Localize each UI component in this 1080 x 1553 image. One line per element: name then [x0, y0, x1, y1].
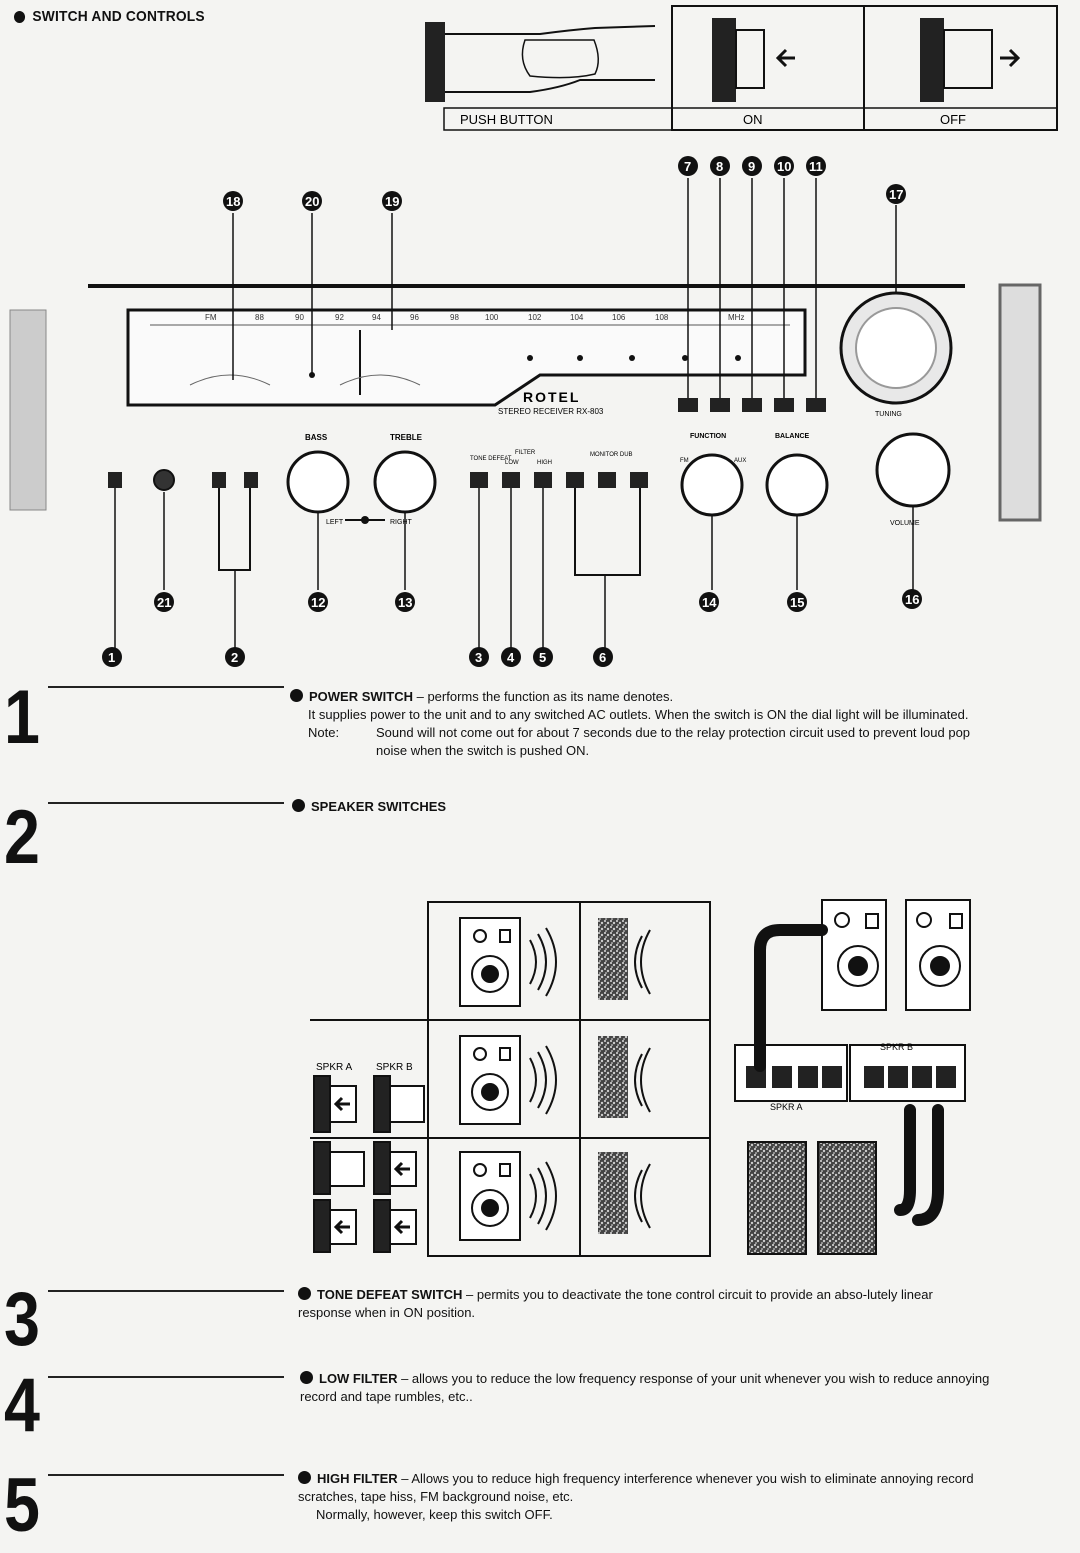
bass-knob [286, 450, 350, 514]
bullet-icon [292, 799, 305, 812]
svg-text:3: 3 [475, 650, 482, 665]
svg-text:102: 102 [528, 313, 542, 322]
svg-text:SPKR A: SPKR A [770, 1102, 803, 1112]
svg-text:18: 18 [226, 194, 240, 209]
svg-text:98: 98 [450, 313, 459, 322]
svg-text:19: 19 [385, 194, 399, 209]
svg-text:88: 88 [255, 313, 264, 322]
svg-text:MONITOR DUB: MONITOR DUB [590, 452, 633, 458]
function-knob [680, 453, 744, 517]
svg-text:FM: FM [680, 458, 689, 464]
svg-text:9: 9 [748, 159, 755, 174]
svg-text:HIGH: HIGH [537, 460, 552, 466]
section-number-5: 5 [4, 1463, 40, 1548]
svg-text:15: 15 [790, 595, 804, 610]
svg-text:5: 5 [539, 650, 546, 665]
callout-markers: 1 2 3 4 5 6 7 8 9 10 11 12 13 14 15 16 1… [102, 156, 922, 667]
svg-text:108: 108 [655, 313, 669, 322]
balance-knob [765, 453, 829, 517]
svg-text:8: 8 [716, 159, 723, 174]
section-rule [48, 1290, 284, 1292]
spkr-b-label: SPKR B [376, 1062, 413, 1073]
svg-text:16: 16 [905, 592, 919, 607]
svg-text:2: 2 [231, 650, 238, 665]
section-rule [48, 1376, 284, 1378]
svg-text:17: 17 [889, 187, 903, 202]
speaker-switches-section: SPEAKER SWITCHES [292, 798, 446, 816]
section-rule [48, 686, 284, 688]
speaker-switch-diagram: SPKR A SPKR B SPKR B SPKR A [310, 899, 971, 1257]
brand-logo: ROTEL [523, 389, 580, 405]
section-number-4: 4 [4, 1363, 40, 1448]
section-rule [48, 802, 284, 804]
bass-label: BASS [305, 433, 328, 442]
svg-text:LOW: LOW [505, 460, 519, 466]
section-number-3: 3 [4, 1277, 40, 1362]
svg-text:10: 10 [777, 159, 791, 174]
svg-text:TONE DEFEAT: TONE DEFEAT [470, 456, 512, 462]
power-switch-section: POWER SWITCH – performs the function as … [290, 688, 990, 760]
svg-text:SPKR B: SPKR B [880, 1042, 913, 1052]
bullet-icon [14, 10, 26, 23]
svg-text:92: 92 [335, 313, 344, 322]
fm-dial-scale: FM 88 90 92 94 96 98 100 102 104 106 108… [205, 313, 744, 322]
bullet-icon [300, 1371, 313, 1384]
svg-text:6: 6 [599, 650, 606, 665]
svg-text:14: 14 [702, 595, 717, 610]
treble-label: TREBLE [390, 433, 423, 442]
pushbutton-legend: PUSH BUTTON ON OFF [425, 5, 1058, 131]
svg-text:20: 20 [305, 194, 319, 209]
power-switch [108, 472, 122, 488]
svg-text:100: 100 [485, 313, 499, 322]
tone-defeat-section: TONE DEFEAT SWITCH – permits you to deac… [298, 1287, 933, 1320]
svg-text:96: 96 [410, 313, 419, 322]
phones-jack [153, 469, 175, 491]
svg-text:104: 104 [570, 313, 584, 322]
spkr-a-label: SPKR A [316, 1062, 352, 1073]
svg-text:1: 1 [108, 650, 115, 665]
svg-text:13: 13 [398, 595, 412, 610]
svg-text:AUX: AUX [734, 458, 746, 464]
low-filter-section: LOW FILTER – allows you to reduce the lo… [300, 1371, 990, 1404]
svg-text:FUNCTION: FUNCTION [690, 433, 726, 440]
bullet-icon [290, 689, 303, 702]
bullet-icon [298, 1471, 311, 1484]
svg-text:11: 11 [809, 159, 823, 174]
svg-text:94: 94 [372, 313, 381, 322]
svg-text:4: 4 [507, 650, 515, 665]
on-label: ON [743, 112, 763, 127]
section-heading: SWITCH AND CONTROLS [14, 8, 205, 25]
treble-knob [373, 450, 437, 514]
svg-text:21: 21 [157, 595, 171, 610]
section-number-2: 2 [4, 795, 40, 880]
tuning-label: TUNING [875, 411, 902, 418]
svg-text:MHz: MHz [728, 313, 744, 322]
svg-text:LEFT: LEFT [326, 519, 344, 526]
svg-text:7: 7 [684, 159, 691, 174]
heading-text: SWITCH AND CONTROLS [32, 8, 205, 25]
section-number-1: 1 [4, 675, 40, 760]
off-label: OFF [940, 112, 966, 127]
svg-text:12: 12 [311, 595, 325, 610]
bullet-icon [298, 1287, 311, 1300]
section-rule [48, 1474, 284, 1476]
push-button-label: PUSH BUTTON [460, 112, 553, 127]
svg-text:VOLUME: VOLUME [890, 520, 920, 527]
svg-text:FM: FM [205, 313, 217, 322]
receiver-front-panel: FM 88 90 92 94 96 98 100 102 104 106 108… [9, 156, 1042, 667]
svg-text:90: 90 [295, 313, 304, 322]
high-filter-section: HIGH FILTER – Allows you to reduce high … [298, 1471, 974, 1522]
volume-knob [875, 432, 951, 508]
svg-text:FILTER: FILTER [515, 450, 536, 456]
svg-text:BALANCE: BALANCE [775, 433, 810, 440]
svg-text:106: 106 [612, 313, 626, 322]
model-label: STEREO RECEIVER RX-803 [498, 407, 604, 416]
svg-text:RIGHT: RIGHT [390, 519, 413, 526]
